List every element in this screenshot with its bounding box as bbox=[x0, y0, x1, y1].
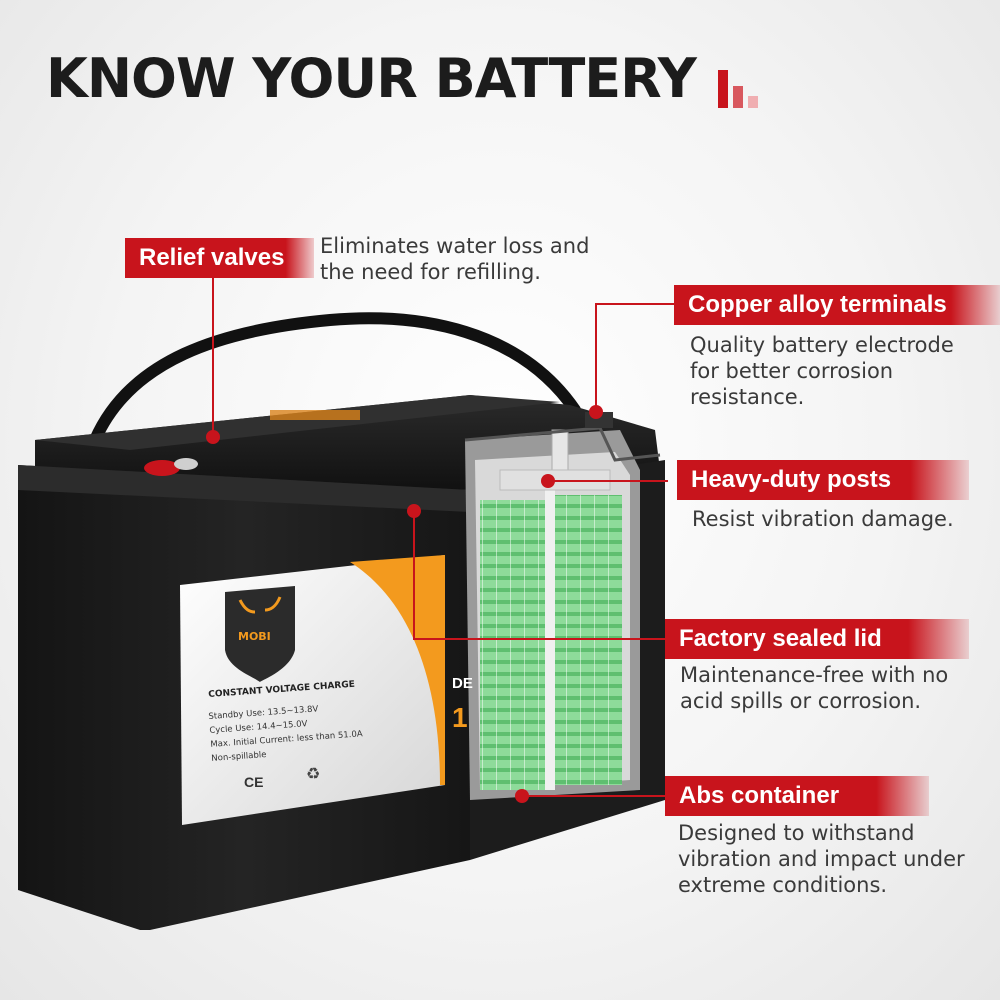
abs-container-desc: Designed to withstand vibration and impa… bbox=[678, 821, 965, 897]
container-dot bbox=[515, 789, 529, 803]
ce-mark: CE bbox=[244, 774, 264, 790]
sealed-lid-label: Factory sealed lid bbox=[665, 619, 969, 659]
heavy-posts-desc: Resist vibration damage. bbox=[692, 507, 954, 531]
heavy-posts-label: Heavy-duty posts bbox=[677, 460, 969, 500]
relief-valves-desc: Eliminates water loss and the need for r… bbox=[320, 234, 590, 284]
label-side-number: 1 bbox=[452, 702, 468, 733]
bar-chart-icon bbox=[718, 64, 768, 108]
sealed-lid-desc: Maintenance-free with no acid spills or … bbox=[680, 663, 949, 713]
copper-terminals-label: Copper alloy terminals bbox=[674, 285, 1000, 325]
battery-brand: MOBI bbox=[238, 630, 271, 643]
label-side-text: DE bbox=[452, 675, 473, 692]
page-title: KNOW YOUR BATTERY bbox=[46, 47, 697, 110]
copper-terminals-desc: Quality battery electrode for better cor… bbox=[690, 333, 954, 409]
relief-valve-dot bbox=[206, 430, 220, 444]
abs-container-label: Abs container bbox=[665, 776, 929, 816]
post-dot bbox=[541, 474, 555, 488]
recycle-icon: ♻ bbox=[306, 766, 321, 783]
terminal-dot bbox=[589, 405, 603, 419]
relief-valves-label: Relief valves bbox=[125, 238, 314, 278]
lid-dot bbox=[407, 504, 421, 518]
